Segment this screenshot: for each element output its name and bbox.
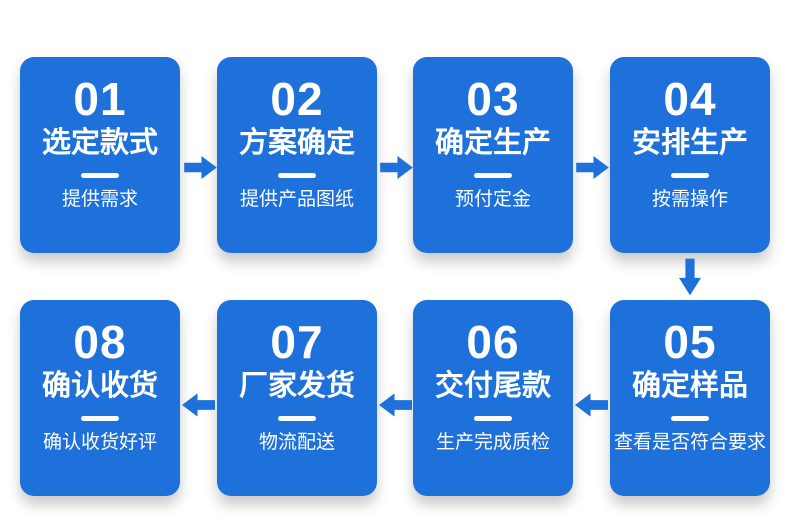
divider <box>278 416 316 421</box>
step-title: 确定生产 <box>434 127 551 159</box>
step-number: 06 <box>466 316 520 368</box>
step-title: 确定样品 <box>631 370 748 402</box>
step-title: 厂家发货 <box>238 370 355 402</box>
step-number: 07 <box>270 316 324 368</box>
divider <box>474 416 512 421</box>
arrow-right-icon <box>576 156 609 179</box>
step-title: 选定款式 <box>41 127 158 159</box>
step-number: 08 <box>73 316 127 368</box>
arrow-left-icon <box>575 393 608 417</box>
step-number: 04 <box>663 73 717 125</box>
step-subtitle: 确认收货好评 <box>42 432 157 453</box>
step-subtitle: 物流配送 <box>258 432 335 453</box>
step-subtitle: 按需操作 <box>651 189 728 210</box>
arrow-right-icon <box>380 156 413 179</box>
divider <box>671 416 709 421</box>
divider <box>278 173 316 178</box>
step-number: 01 <box>73 73 127 125</box>
step-title: 方案确定 <box>238 127 355 159</box>
divider <box>474 173 512 178</box>
arrow-left-icon <box>379 393 412 417</box>
step-card-06: 06 交付尾款 生产完成质检 <box>413 300 573 496</box>
step-card-02: 02 方案确定 提供产品图纸 <box>217 57 377 253</box>
step-title: 确认收货 <box>41 370 158 402</box>
step-card-01: 01 选定款式 提供需求 <box>20 57 180 253</box>
step-number: 05 <box>663 316 717 368</box>
step-subtitle: 生产完成质检 <box>435 432 550 453</box>
step-card-08: 08 确认收货 确认收货好评 <box>20 300 180 496</box>
arrow-right-icon <box>184 156 217 179</box>
step-number: 02 <box>270 73 324 125</box>
arrow-left-icon <box>182 393 215 417</box>
step-title: 安排生产 <box>631 127 748 159</box>
step-card-04: 04 安排生产 按需操作 <box>610 57 770 253</box>
divider <box>671 173 709 178</box>
step-number: 03 <box>466 73 520 125</box>
step-card-07: 07 厂家发货 物流配送 <box>217 300 377 496</box>
step-card-03: 03 确定生产 预付定金 <box>413 57 573 253</box>
step-card-05: 05 确定样品 查看是否符合要求 <box>610 300 770 496</box>
divider <box>81 416 119 421</box>
step-title: 交付尾款 <box>434 370 551 402</box>
step-subtitle: 提供产品图纸 <box>239 189 354 210</box>
step-subtitle: 查看是否符合要求 <box>613 432 766 453</box>
divider <box>81 173 119 178</box>
step-subtitle: 预付定金 <box>454 189 531 210</box>
arrow-down-icon <box>679 258 701 296</box>
step-subtitle: 提供需求 <box>61 189 138 210</box>
